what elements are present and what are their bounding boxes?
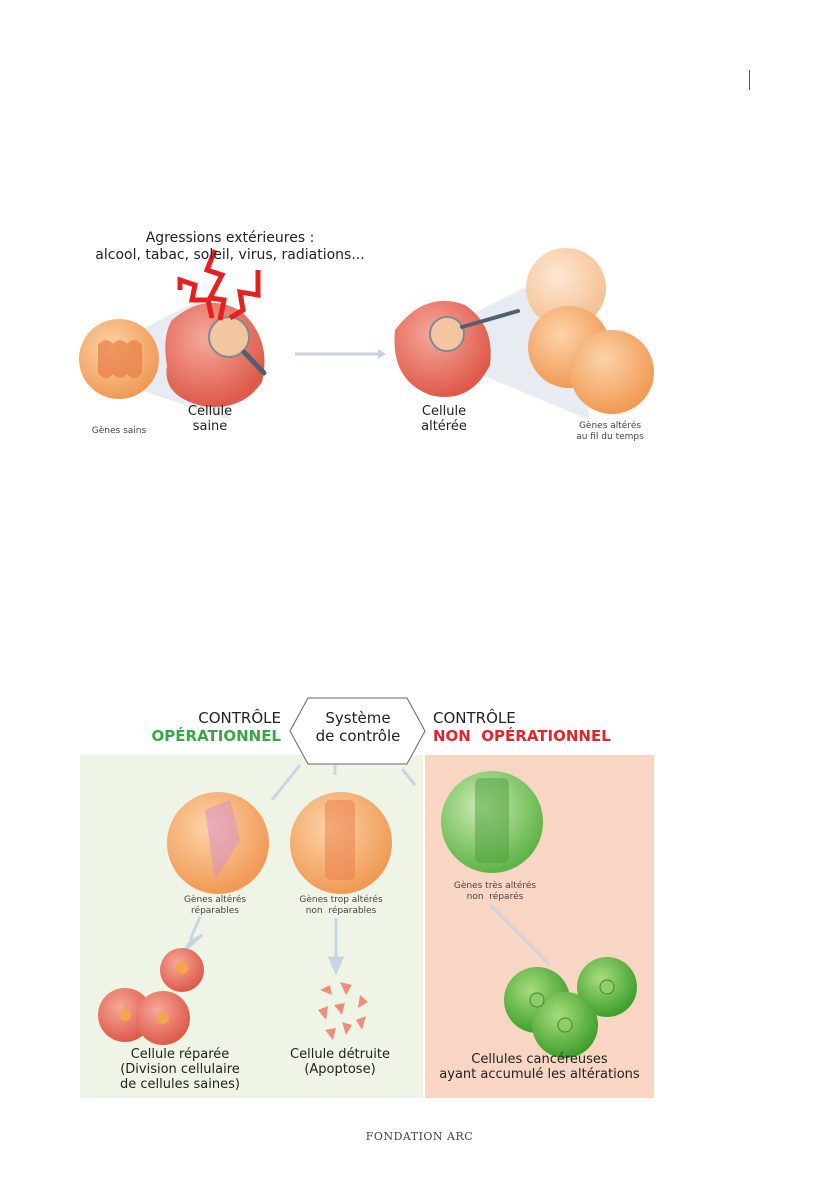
control-system-label-1: Système bbox=[325, 709, 391, 727]
lightning-icon bbox=[177, 249, 261, 321]
altered-genes-circle-3 bbox=[570, 330, 654, 414]
label-altered-cell-1: Cellule bbox=[421, 404, 467, 419]
unrepairable-label-2: non réparables bbox=[305, 906, 377, 916]
aggressions-list: alcool, tabac, soleil, virus, radiations… bbox=[95, 247, 365, 263]
control-system-hexagon bbox=[289, 697, 426, 765]
aggressions-title: Agressions extérieures : bbox=[145, 230, 315, 246]
label-altered-genes-1: Gènes altérés bbox=[578, 421, 642, 431]
label-altered-cell-2: altérée bbox=[421, 419, 467, 434]
very-altered-label-2: non réparés bbox=[466, 892, 524, 902]
label-healthy-cell-2: saine bbox=[192, 419, 228, 434]
cancer-cells-label-1: Cellules cancéreuses bbox=[471, 1052, 608, 1067]
label-healthy-genes: Gènes sains bbox=[91, 426, 147, 436]
repaired-cell-label-1: Cellule réparée bbox=[130, 1047, 230, 1062]
unrepairable-label-1: Gènes trop altérés bbox=[299, 895, 383, 905]
right-header-1: CONTRÔLE bbox=[433, 709, 516, 727]
repaired-cell-label-3: de cellules saines) bbox=[120, 1077, 240, 1092]
magnifier-icon bbox=[208, 316, 250, 358]
label-healthy-cell-1: Cellule bbox=[187, 404, 233, 419]
page-rule bbox=[749, 70, 750, 90]
destroyed-cell-fragments bbox=[318, 982, 368, 1040]
repaired-cell-label-2: (Division cellulaire bbox=[120, 1062, 240, 1077]
footer-brand: FONDATION ARC bbox=[365, 1130, 474, 1143]
left-header-1: CONTRÔLE bbox=[198, 709, 281, 727]
repairable-label-2: réparables bbox=[191, 906, 239, 916]
cancer-cells-label-2: ayant accumulé les altérations bbox=[439, 1067, 640, 1082]
left-header-2: OPÉRATIONNEL bbox=[151, 727, 281, 745]
right-header-2: NON OPÉRATIONNEL bbox=[433, 727, 611, 745]
destroyed-cell-label-2: (Apoptose) bbox=[304, 1062, 376, 1077]
altered-genes-circle-1 bbox=[526, 248, 606, 328]
label-altered-genes-2: au fil du temps bbox=[576, 432, 644, 442]
control-system-label-2: de contrôle bbox=[315, 727, 401, 745]
destroyed-cell-label-1: Cellule détruite bbox=[290, 1047, 390, 1062]
cancer-cells bbox=[504, 957, 637, 1058]
repairable-label-1: Gènes altérés bbox=[183, 895, 247, 905]
very-altered-label-1: Gènes très altérés bbox=[453, 881, 537, 891]
